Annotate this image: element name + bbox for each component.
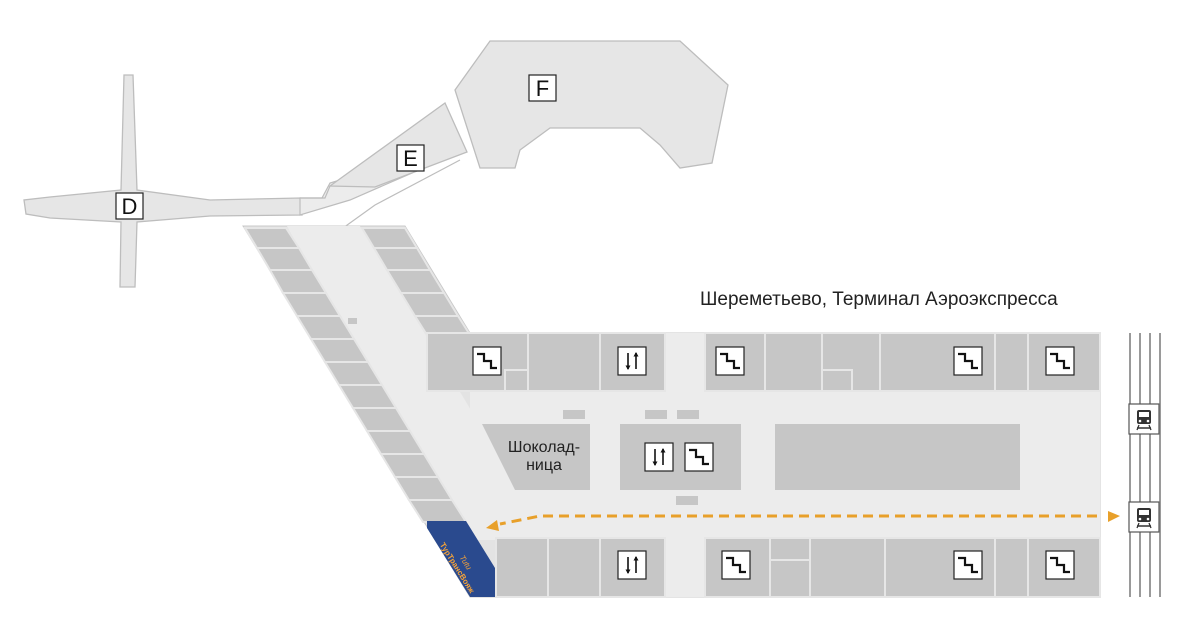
shop-label-line1: Шоколад- <box>508 439 580 456</box>
train-icon <box>1128 501 1160 533</box>
terminal-f-letter: F <box>536 76 549 101</box>
stairs-icon <box>471 345 503 377</box>
elevator-icon <box>617 550 647 580</box>
map-title: Шереметьево, Терминал Аэроэкспресса <box>700 289 1058 310</box>
main-corridor-diagonal <box>287 226 495 540</box>
stairs-icon <box>952 345 984 377</box>
elevator-icon <box>617 346 647 376</box>
stairs-icon <box>683 441 715 473</box>
stairs-icon <box>714 345 746 377</box>
terminal-f-label: F <box>528 74 557 102</box>
route-arrow-end <box>486 520 499 531</box>
terminal-d-label: D <box>115 192 144 220</box>
connector-d-e <box>300 159 461 229</box>
stairs-icon <box>1044 345 1076 377</box>
stairs-icon <box>1044 549 1076 581</box>
left-room-strip <box>243 227 468 523</box>
right-room-strip <box>360 227 472 336</box>
top-room-row <box>426 332 1101 392</box>
terminal-d-letter: D <box>122 194 138 219</box>
bottom-room-row <box>495 537 1101 598</box>
terminal-e-label: E <box>396 144 425 172</box>
terminal-f-building <box>454 40 729 169</box>
route-path <box>486 511 1120 531</box>
inner-blocks <box>348 318 1020 505</box>
stairs-icon <box>720 549 752 581</box>
shop-label-line2: ница <box>526 457 562 474</box>
route-arrow-start <box>1108 511 1120 522</box>
railway-tracks <box>1129 333 1161 597</box>
stairs-icon <box>952 549 984 581</box>
terminal-e-letter: E <box>403 146 418 171</box>
train-icon <box>1128 403 1160 435</box>
elevator-icon <box>644 442 674 472</box>
